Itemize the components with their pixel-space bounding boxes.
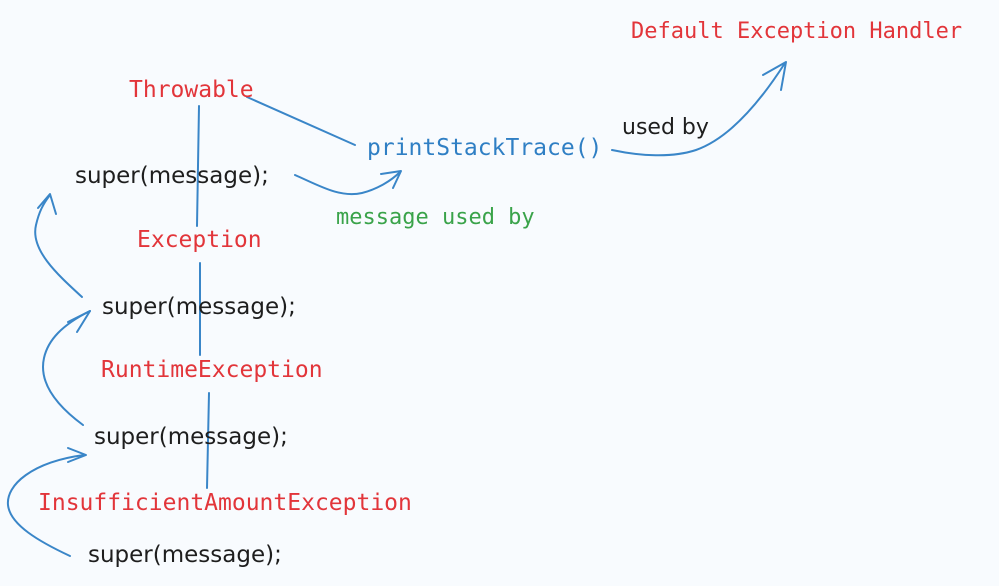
method-print-stack-trace: printStackTrace() <box>367 135 603 161</box>
method-to-handler-arrow <box>611 62 786 157</box>
note-used-by: used by <box>622 115 709 140</box>
note-message-used-by: message used by <box>336 205 535 230</box>
super-call-exception: super(message); <box>102 294 296 320</box>
hierarchy-line-throwable-exception <box>196 105 200 227</box>
super-call-arrow-1 <box>34 194 83 298</box>
super-call-insufficient-amount-exception: super(message); <box>88 542 282 568</box>
class-exception: Exception <box>137 227 262 253</box>
super-call-arrow-2 <box>42 310 91 426</box>
class-insufficient-amount-exception: InsufficientAmountException <box>38 490 412 516</box>
super-call-runtime-exception: super(message); <box>94 424 288 450</box>
default-exception-handler: Default Exception Handler <box>631 19 963 44</box>
super-call-arrowhead-1 <box>37 193 57 215</box>
message-to-method-arrowhead <box>380 170 402 189</box>
super-call-arrow-3 <box>6 454 85 557</box>
class-throwable: Throwable <box>129 77 254 103</box>
method-to-handler-arrowhead <box>762 61 787 91</box>
class-runtime-exception: RuntimeException <box>101 357 323 383</box>
super-call-arrowhead-2 <box>67 310 91 333</box>
throwable-method-link <box>246 96 356 146</box>
message-to-method-arrow <box>294 171 401 196</box>
super-call-throwable: super(message); <box>75 163 269 189</box>
super-call-arrowhead-3 <box>67 447 87 463</box>
hierarchy-line-runtime-insufficient <box>206 392 210 489</box>
